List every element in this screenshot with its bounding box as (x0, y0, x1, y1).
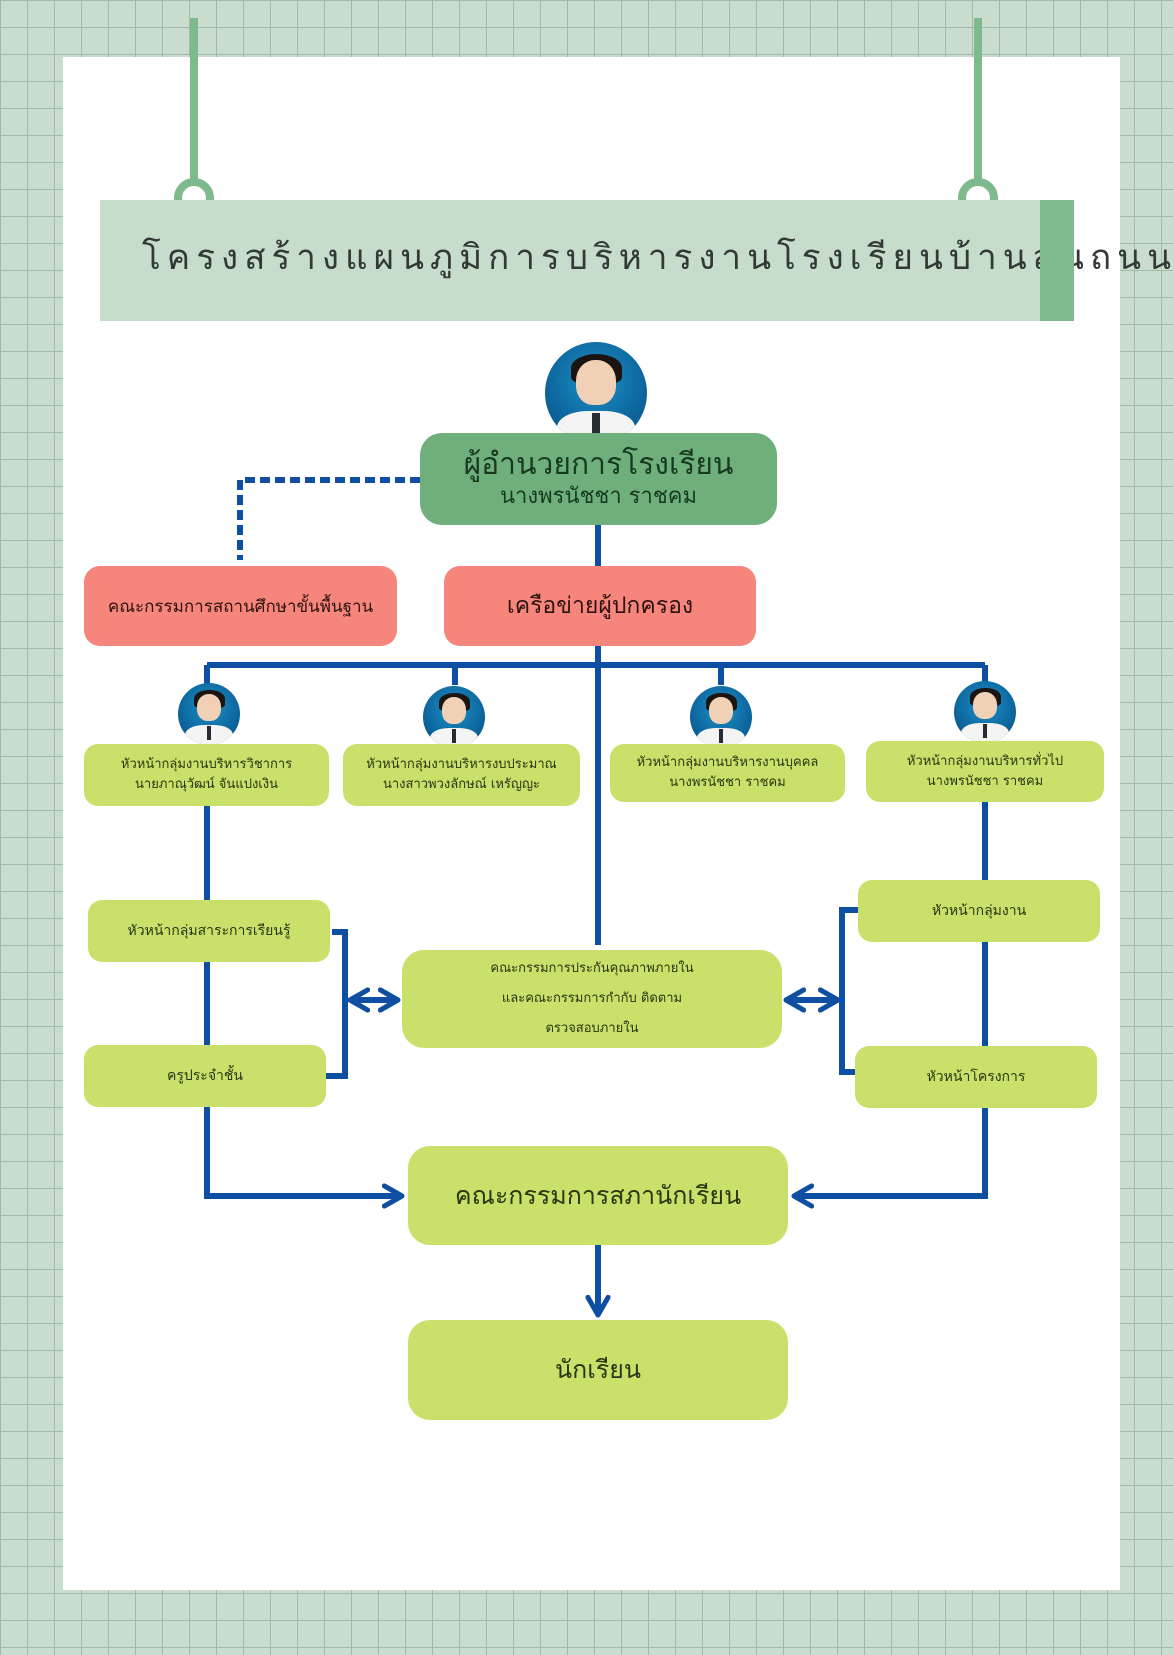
left-bracket (326, 929, 348, 1079)
students-label: นักเรียน (555, 1355, 641, 1384)
left-hanger-line (190, 18, 198, 183)
head-photo-general (954, 681, 1016, 743)
board-box: คณะกรรมการสถานศึกษาขั้นพื้นฐาน (84, 566, 397, 646)
director-name: นางพรนัชชา ราชคม (499, 484, 698, 509)
page-title: โครงสร้างแผนภูมิการบริหารงานโรงเรียนบ้าน… (142, 238, 1173, 278)
head-box-budget: หัวหน้ากลุ่มงานบริหารงบประมาณ นางสาวพวงล… (343, 744, 580, 806)
qa-committee-box: คณะกรรมการประกันคุณภาพภายใน และคณะกรรมกา… (402, 950, 782, 1048)
head-photo-academic (178, 683, 240, 745)
class-teacher-box: ครูประจำชั้น (84, 1045, 326, 1107)
parents-label: เครือข่ายผู้ปกครอง (506, 593, 694, 619)
project-head-box: หัวหน้าโครงการ (855, 1046, 1097, 1108)
director-box: ผู้อำนวยการโรงเรียน นางพรนัชชา ราชคม (420, 433, 777, 525)
head-role: หัวหน้ากลุ่มงานบริหารงานบุคคล (636, 755, 819, 770)
title-banner: โครงสร้างแผนภูมิการบริหารงานโรงเรียนบ้าน… (100, 200, 1173, 321)
class-teacher-label: ครูประจำชั้น (167, 1068, 243, 1084)
head-name: นางพรนัชชา ราชคม (669, 775, 786, 790)
banner-accent-bar (1040, 200, 1074, 321)
head-name: นางสาวพวงลักษณ์ เหรัญญะ (382, 777, 540, 792)
students-box: นักเรียน (408, 1320, 788, 1420)
board-label: คณะกรรมการสถานศึกษาขั้นพื้นฐาน (107, 596, 374, 617)
head-role: หัวหน้ากลุ่มงานบริหารวิชาการ (120, 757, 293, 772)
head-name: นางพรนัชชา ราชคม (926, 773, 1044, 789)
qa-line-2: และคณะกรรมการกำกับ ติดตาม (501, 991, 683, 1006)
learning-head-label: หัวหน้ากลุ่มสาระการเรียนรู้ (127, 923, 291, 939)
qa-line-3: ตรวจสอบภายใน (545, 1021, 639, 1036)
learning-head-box: หัวหน้ากลุ่มสาระการเรียนรู้ (88, 900, 330, 962)
parents-box: เครือข่ายผู้ปกครอง (444, 566, 756, 646)
qa-line-1: คณะกรรมการประกันคุณภาพภายใน (490, 961, 694, 976)
dotted-link-board (237, 477, 420, 560)
director-role: ผู้อำนวยการโรงเรียน (463, 447, 734, 482)
head-name: นายภาณุวัฒน์ จันแปงเงิน (135, 777, 278, 792)
head-photo-budget (423, 686, 485, 748)
work-head-box: หัวหน้ากลุ่มงาน (858, 880, 1100, 942)
director-photo (545, 342, 647, 444)
project-head-label: หัวหน้าโครงการ (926, 1069, 1026, 1085)
work-head-label: หัวหน้ากลุ่มงาน (931, 903, 1027, 919)
head-box-general: หัวหน้ากลุ่มงานบริหารทั่วไป นางพรนัชชา ร… (866, 741, 1104, 802)
right-bracket (839, 907, 858, 1075)
student-council-label: คณะกรรมการสภานักเรียน (454, 1180, 742, 1210)
head-box-academic: หัวหน้ากลุ่มงานบริหารวิชาการ นายภาณุวัฒน… (84, 744, 329, 806)
student-council-box: คณะกรรมการสภานักเรียน (408, 1146, 788, 1245)
right-hanger-line (974, 18, 982, 183)
head-photo-personnel (690, 686, 752, 748)
head-role: หัวหน้ากลุ่มงานบริหารงบประมาณ (366, 757, 557, 772)
head-box-personnel: หัวหน้ากลุ่มงานบริหารงานบุคคล นางพรนัชชา… (610, 744, 845, 802)
head-role: หัวหน้ากลุ่มงานบริหารทั่วไป (906, 753, 1064, 769)
